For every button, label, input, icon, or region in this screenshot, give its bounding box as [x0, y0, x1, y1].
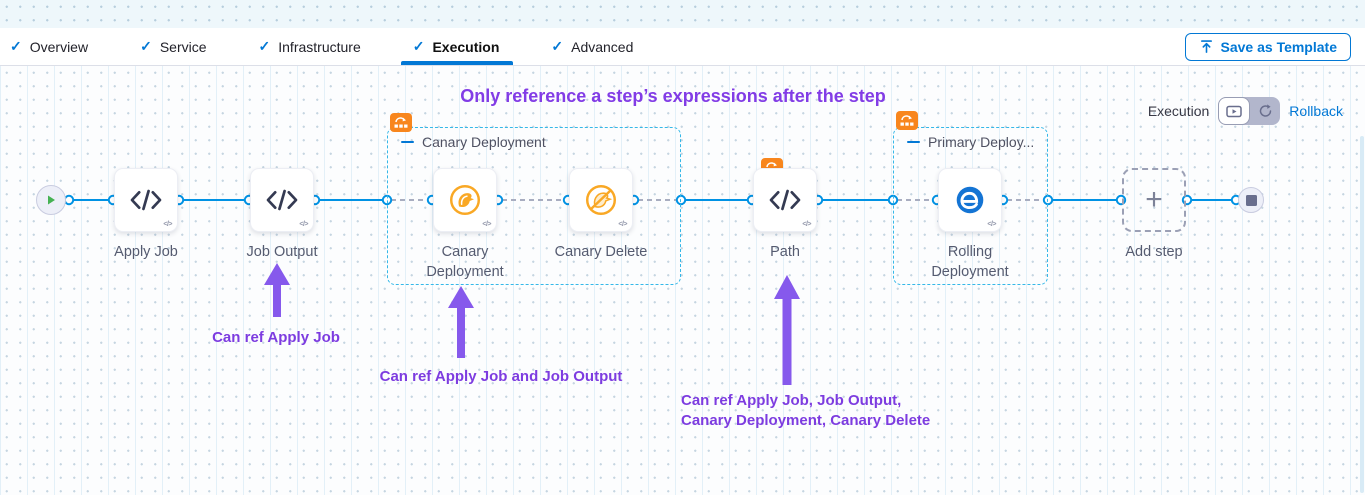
play-icon	[48, 195, 55, 205]
tab-label: Execution	[432, 38, 500, 55]
add-step-label: Add step	[1125, 244, 1183, 260]
code-badge-icon: </>	[299, 221, 308, 228]
canary-delete-icon	[585, 184, 617, 216]
group-label: Canary Deployment	[422, 134, 546, 150]
code-icon	[130, 189, 162, 211]
step-label: Canary Delete	[554, 244, 648, 260]
annotation-text-3: Can ref Apply Job, Job Output, Canary De…	[681, 391, 930, 430]
annotation-text-2: Can ref Apply Job and Job Output	[379, 368, 623, 385]
tab-advanced[interactable]: ✓ Advanced	[551, 28, 633, 65]
step-apply-job[interactable]: </>	[114, 168, 178, 232]
collapse-minus-icon[interactable]	[907, 140, 920, 144]
step-rolling-deployment[interactable]: </>	[938, 168, 1002, 232]
plus-icon: +	[1145, 183, 1163, 216]
primary-deployment-group[interactable]: Primary Deploy...	[893, 127, 1048, 285]
rolling-deployment-icon	[956, 186, 984, 214]
tab-label: Advanced	[571, 38, 634, 55]
check-icon: ✓	[551, 38, 564, 54]
tab-infrastructure[interactable]: ✓ Infrastructure	[259, 28, 361, 65]
annotation-arrow-canary-deployment	[448, 286, 474, 358]
check-icon: ✓	[10, 38, 22, 54]
code-badge-icon: </>	[163, 221, 172, 228]
code-badge-icon: </>	[618, 221, 627, 228]
upload-template-icon	[1200, 40, 1212, 53]
stop-icon	[1245, 194, 1257, 206]
canary-deployment-group[interactable]: Canary Deployment	[387, 127, 681, 285]
step-canary-deployment[interactable]: </>	[433, 168, 497, 232]
save-as-template-label: Save as Template	[1220, 38, 1337, 55]
canvas-top-strip	[0, 0, 1365, 28]
execution-view-toggle-button[interactable]	[1218, 97, 1251, 125]
tab-service[interactable]: ✓ Service	[140, 28, 206, 65]
mode-label: Execution	[1147, 103, 1210, 119]
rollback-link[interactable]: Rollback	[1289, 103, 1343, 119]
step-path[interactable]: </>	[753, 168, 817, 232]
mode-row: Execution Rollback	[1148, 97, 1343, 125]
pipeline-canvas[interactable]: Only reference a step’s expressions afte…	[0, 66, 1365, 495]
canvas-heading: Only reference a step’s expressions afte…	[460, 86, 886, 106]
tab-overview[interactable]: ✓ Overview	[10, 28, 88, 65]
check-icon: ✓	[258, 38, 271, 54]
group-header[interactable]: Canary Deployment	[401, 134, 546, 150]
add-step-button[interactable]: +	[1122, 168, 1186, 232]
step-label: Rolling Deployment	[931, 244, 1009, 280]
step-label: Path	[770, 244, 800, 260]
rollout-strategy-badge-icon	[896, 111, 918, 130]
annotation-arrow-path	[774, 275, 800, 385]
stage-tabbar: ✓ Overview ✓ Service ✓ Infrastructure ✓ …	[0, 28, 1365, 66]
step-label: Job Output	[246, 244, 318, 260]
annotation-text-3-line2: Canary Deployment, Canary Delete	[681, 411, 931, 429]
pipeline-start-node[interactable]	[36, 185, 66, 215]
code-badge-icon: </>	[802, 221, 811, 228]
pipeline-end-node[interactable]	[1238, 187, 1264, 213]
check-icon: ✓	[412, 38, 425, 54]
collapse-minus-icon[interactable]	[401, 140, 414, 144]
rollback-view-toggle-button[interactable]	[1250, 97, 1280, 125]
canvas-scrollbar[interactable]	[1360, 136, 1364, 493]
check-icon: ✓	[140, 38, 152, 54]
rollout-strategy-badge-icon	[390, 113, 412, 132]
code-badge-icon: </>	[482, 221, 491, 228]
step-label: Apply Job	[114, 244, 178, 260]
tab-label: Infrastructure	[278, 38, 361, 55]
execution-view-icon	[1226, 105, 1243, 118]
stage-tabs: ✓ Overview ✓ Service ✓ Infrastructure ✓ …	[10, 28, 633, 65]
step-canary-delete[interactable]: </>	[569, 168, 633, 232]
tab-label: Overview	[29, 38, 89, 55]
group-header[interactable]: Primary Deploy...	[907, 134, 1034, 150]
connector-wires	[63, 194, 1242, 206]
annotation-text-1: Can ref Apply Job	[212, 329, 340, 346]
canary-deployment-icon	[449, 184, 481, 216]
tab-label: Service	[159, 38, 207, 55]
annotation-arrow-job-output	[264, 263, 290, 317]
code-badge-icon: </>	[987, 221, 996, 228]
annotation-text-3-line1: Can ref Apply Job, Job Output,	[681, 392, 902, 409]
step-job-output[interactable]: </>	[250, 168, 314, 232]
group-label: Primary Deploy...	[928, 134, 1035, 150]
save-as-template-button[interactable]: Save as Template	[1184, 32, 1351, 61]
code-icon	[769, 189, 801, 211]
code-icon	[266, 189, 298, 211]
rollback-view-icon	[1259, 104, 1272, 117]
execution-rollback-toggle[interactable]	[1218, 97, 1281, 125]
tab-execution[interactable]: ✓ Execution	[400, 28, 513, 65]
step-label: Canary Deployment	[426, 244, 504, 280]
